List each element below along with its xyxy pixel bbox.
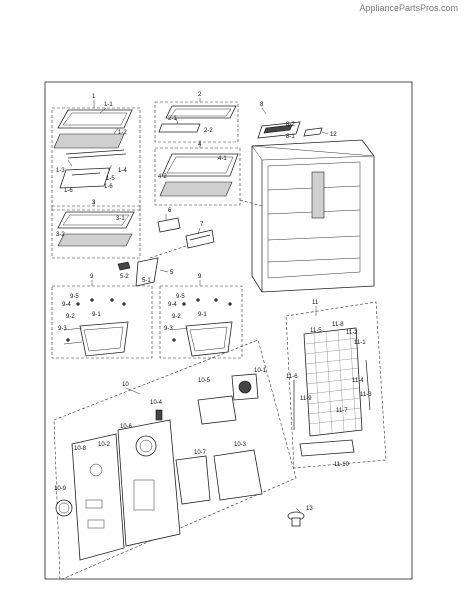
callout-11-9: 11-9 bbox=[300, 396, 312, 402]
callout-4-2: 4-2 bbox=[158, 174, 167, 180]
part-group-2 bbox=[154, 101, 239, 143]
callout-1-6-a: 1-6 bbox=[64, 188, 73, 194]
callout-8: 8 bbox=[260, 102, 264, 108]
callout-10-2: 10-2 bbox=[98, 442, 111, 448]
callout-5-2: 5-2 bbox=[120, 274, 129, 280]
callout-6: 6 bbox=[168, 208, 172, 214]
callout-1-2: 1-2 bbox=[118, 130, 127, 136]
part-group-3 bbox=[51, 205, 141, 259]
callout-10-1: 10-1 bbox=[254, 368, 267, 374]
callout-9-5-right: 9-5 bbox=[176, 294, 185, 300]
callout-4-1: 4-1 bbox=[218, 156, 227, 162]
watermark: AppliancePartsPros.com bbox=[359, 3, 458, 13]
callout-11-1: 11-1 bbox=[354, 340, 366, 346]
callout-labels: 1 1-1 1-2 1-3 1-4 1-5 1-6 1-6 2 2-1 2-2 … bbox=[54, 92, 372, 512]
callout-10-3: 10-3 bbox=[234, 442, 247, 448]
part-group-1 bbox=[51, 107, 141, 211]
callout-13: 13 bbox=[306, 506, 313, 512]
callout-8-1: 8-1 bbox=[286, 134, 295, 140]
outer-frame bbox=[44, 81, 413, 580]
callout-9-4-left: 9-4 bbox=[62, 302, 71, 308]
callout-9-2-right: 9-2 bbox=[172, 314, 181, 320]
callout-9-1-left: 9-1 bbox=[92, 312, 101, 318]
callout-5: 5 bbox=[170, 270, 174, 276]
part-group-11 bbox=[285, 301, 387, 469]
callout-9-2-left: 9-2 bbox=[66, 314, 75, 320]
callout-10-6: 10-6 bbox=[120, 424, 133, 430]
callout-3-2: 3-2 bbox=[56, 232, 65, 238]
part-group-9-right bbox=[159, 285, 243, 359]
callout-3: 3 bbox=[92, 200, 96, 206]
part-13 bbox=[287, 511, 305, 527]
callout-2: 2 bbox=[198, 92, 202, 98]
callout-12: 12 bbox=[330, 132, 337, 138]
leader-lines bbox=[67, 98, 329, 513]
callout-4: 4 bbox=[198, 142, 202, 148]
callout-2-2: 2-2 bbox=[204, 128, 213, 134]
callout-9-5-left: 9-5 bbox=[70, 294, 79, 300]
callout-9-3-right: 9-3 bbox=[164, 326, 173, 332]
callout-3-1: 3-1 bbox=[116, 216, 125, 222]
part-group-4 bbox=[154, 147, 241, 206]
callout-1-4: 1-4 bbox=[118, 168, 127, 174]
callout-1: 1 bbox=[92, 94, 96, 100]
callout-10-8: 10-8 bbox=[74, 446, 87, 452]
callout-7: 7 bbox=[200, 222, 204, 228]
callout-11-5: 11-5 bbox=[310, 328, 322, 334]
callout-11-2: 11-2 bbox=[346, 330, 358, 336]
callout-10-4: 10-4 bbox=[150, 400, 163, 406]
callout-1-3: 1-3 bbox=[56, 168, 65, 174]
parts-5-6-7 bbox=[117, 217, 215, 287]
callout-1-6-b: 1-6 bbox=[104, 184, 113, 190]
callout-8-2: 8-2 bbox=[286, 122, 295, 128]
callout-11-7: 11-7 bbox=[336, 408, 348, 414]
fridge-cabinet bbox=[239, 121, 375, 293]
callout-5-1: 5-1 bbox=[142, 278, 151, 284]
callout-11-3: 11-3 bbox=[360, 392, 372, 398]
callout-9-3-left: 9-3 bbox=[58, 326, 67, 332]
part-group-9-left bbox=[51, 285, 153, 359]
callout-10-9: 10-9 bbox=[54, 486, 67, 492]
callout-10-5: 10-5 bbox=[198, 378, 211, 384]
callout-11-4: 11-4 bbox=[352, 378, 364, 384]
callout-10: 10 bbox=[122, 382, 129, 388]
callout-2-1: 2-1 bbox=[168, 116, 177, 122]
callout-11-6: 11-6 bbox=[286, 374, 298, 380]
callout-11-10: 11-10 bbox=[334, 462, 350, 468]
part-group-10 bbox=[53, 339, 297, 581]
callout-9-1-right: 9-1 bbox=[198, 312, 207, 318]
callout-1-1: 1-1 bbox=[104, 102, 113, 108]
callout-9-right: 9 bbox=[198, 274, 202, 280]
callout-11-8: 11-8 bbox=[332, 322, 344, 328]
callout-1-5: 1-5 bbox=[106, 176, 115, 182]
callout-11: 11 bbox=[312, 300, 319, 306]
callout-9-4-right: 9-4 bbox=[168, 302, 177, 308]
callout-9-left: 9 bbox=[90, 274, 94, 280]
callout-10-7: 10-7 bbox=[194, 450, 207, 456]
